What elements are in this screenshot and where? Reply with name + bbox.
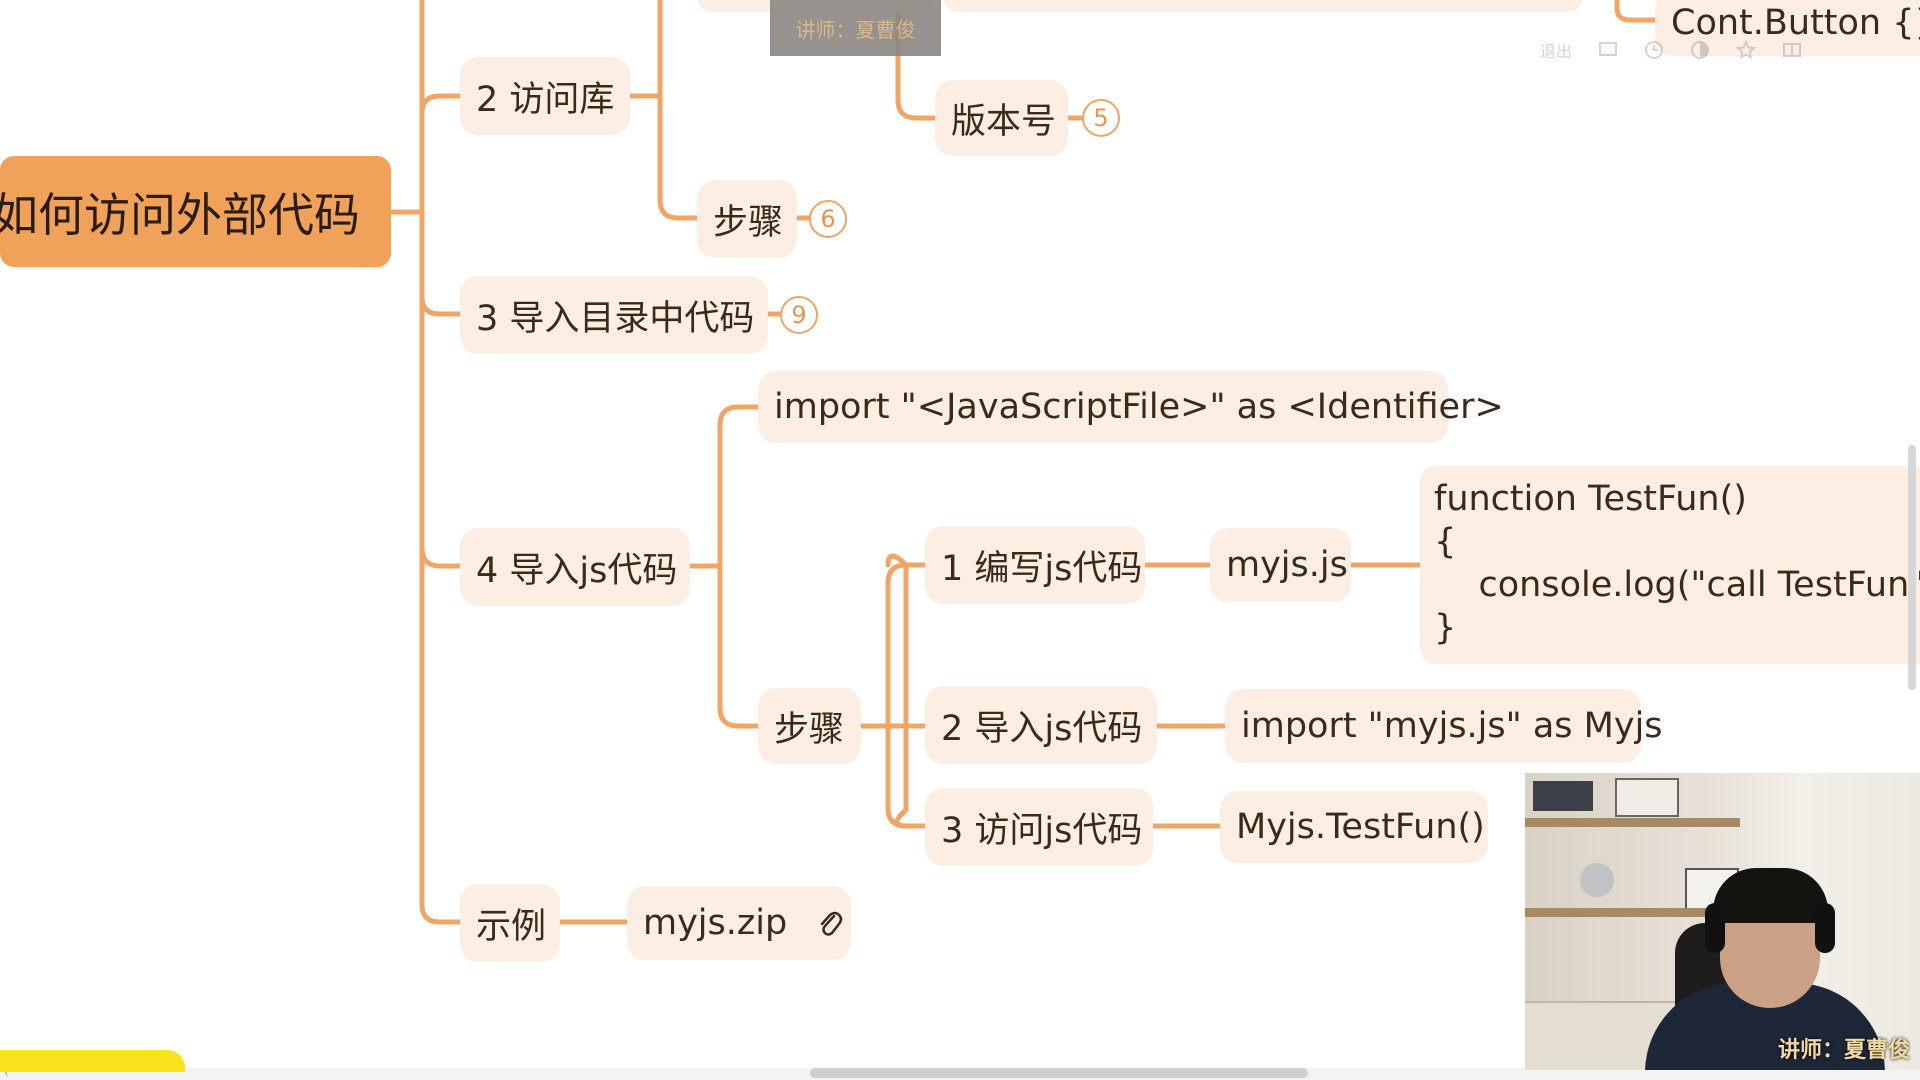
branch-import-directory-label: 3 导入目录中代码 — [476, 298, 755, 339]
steps-count-badge[interactable]: 6 — [809, 200, 847, 238]
branch-access-library-label: 2 访问库 — [476, 79, 615, 120]
attachment-node[interactable]: myjs.zip — [627, 886, 851, 960]
step1-code-line-2: { — [1434, 522, 1457, 562]
paperclip-icon[interactable] — [817, 908, 843, 938]
import-js-steps-label: 步骤 — [774, 709, 845, 750]
steps-count-text: 6 — [820, 205, 836, 233]
root-node-label: 如何访问外部代码 — [0, 187, 360, 242]
branch-import-directory[interactable]: 3 导入目录中代码 — [460, 276, 768, 354]
branch-import-js[interactable]: 4 导入js代码 — [460, 528, 690, 606]
webcam-wall-certificate — [1615, 778, 1679, 817]
top-node-fragment-right — [943, 0, 1583, 12]
webcam-caption: 讲师：夏曹俊 — [1777, 1038, 1910, 1063]
step2-code-text: import "myjs.js" as Myjs — [1241, 706, 1663, 746]
version-node-label: 版本号 — [951, 101, 1057, 142]
step1-code-node[interactable]: function TestFun() { console.log("call T… — [1420, 466, 1920, 664]
star-icon[interactable] — [1736, 40, 1757, 60]
top-right-code-text: Cont.Button {} — [1671, 3, 1920, 43]
clock-icon[interactable] — [1644, 40, 1664, 60]
step3-access-js-label: 3 访问js代码 — [941, 810, 1143, 851]
attachment-file-name: myjs.zip — [643, 903, 788, 943]
version-node[interactable]: 版本号 — [935, 80, 1068, 156]
import-directory-count-badge[interactable]: 9 — [780, 296, 818, 334]
webcam-shelf-middle — [1525, 908, 1740, 917]
branch-example[interactable]: 示例 — [460, 884, 560, 962]
headphone-right-icon — [1815, 903, 1835, 953]
faded-toolbar: 退出 — [1540, 38, 1802, 62]
step1-code-line-4: } — [1434, 608, 1457, 648]
version-count-text: 5 — [1093, 104, 1109, 132]
root-node[interactable]: 如何访问外部代码 — [0, 156, 391, 267]
book-icon[interactable] — [1782, 40, 1802, 60]
step1-write-js-label: 1 编写js代码 — [941, 548, 1143, 589]
step1-write-js-node[interactable]: 1 编写js代码 — [925, 526, 1145, 604]
webcam-shelf-top — [1525, 818, 1740, 827]
branch-access-library[interactable]: 2 访问库 — [460, 57, 631, 135]
branch-example-label: 示例 — [476, 906, 547, 947]
branch-import-js-label: 4 导入js代码 — [476, 550, 678, 591]
version-count-badge[interactable]: 5 — [1082, 99, 1120, 137]
webcam-video: 讲师：夏曹俊 — [1525, 773, 1920, 1070]
step3-code-text: Myjs.TestFun() — [1236, 807, 1485, 847]
horizontal-scrollbar-thumb[interactable] — [810, 1068, 1308, 1078]
webcam-award — [1580, 863, 1614, 897]
teacher-watermark-text: 讲师：夏曹俊 — [795, 17, 916, 42]
import-syntax-node[interactable]: import "<JavaScriptFile>" as <Identifier… — [758, 371, 1504, 443]
access-library-steps-node[interactable]: 步骤 — [697, 180, 797, 258]
yellow-tab[interactable] — [0, 1050, 185, 1072]
step2-code-node[interactable]: import "myjs.js" as Myjs — [1225, 689, 1663, 763]
import-syntax-text: import "<JavaScriptFile>" as <Identifier… — [774, 387, 1504, 427]
import-js-steps-node[interactable]: 步骤 — [758, 688, 861, 764]
access-library-steps-label: 步骤 — [713, 202, 784, 243]
step1-file-name: myjs.js — [1226, 545, 1348, 585]
screen-icon[interactable] — [1598, 40, 1618, 60]
top-right-code-node[interactable]: Cont.Button {} — [1655, 0, 1920, 56]
step2-import-js-node[interactable]: 2 导入js代码 — [925, 686, 1157, 764]
vertical-scrollbar[interactable] — [1908, 445, 1916, 690]
step2-import-js-label: 2 导入js代码 — [941, 708, 1143, 749]
step3-access-js-node[interactable]: 3 访问js代码 — [925, 788, 1153, 866]
exit-label[interactable]: 退出 — [1540, 42, 1573, 61]
step1-code-line-3: console.log("call TestFun") — [1434, 565, 1920, 605]
step1-code-line-1: function TestFun() — [1434, 479, 1747, 519]
teacher-watermark: 讲师：夏曹俊 — [770, 0, 941, 56]
step1-file-node[interactable]: myjs.js — [1210, 528, 1351, 602]
scroll-left-arrow-icon[interactable]: ‹ — [4, 1066, 9, 1080]
import-directory-count-text: 9 — [791, 301, 807, 329]
webcam-wall-frame — [1533, 781, 1593, 811]
webcam-person-hair — [1713, 868, 1828, 923]
contrast-icon[interactable] — [1690, 40, 1710, 60]
step3-code-node[interactable]: Myjs.TestFun() — [1220, 791, 1488, 863]
headphone-left-icon — [1705, 903, 1725, 953]
